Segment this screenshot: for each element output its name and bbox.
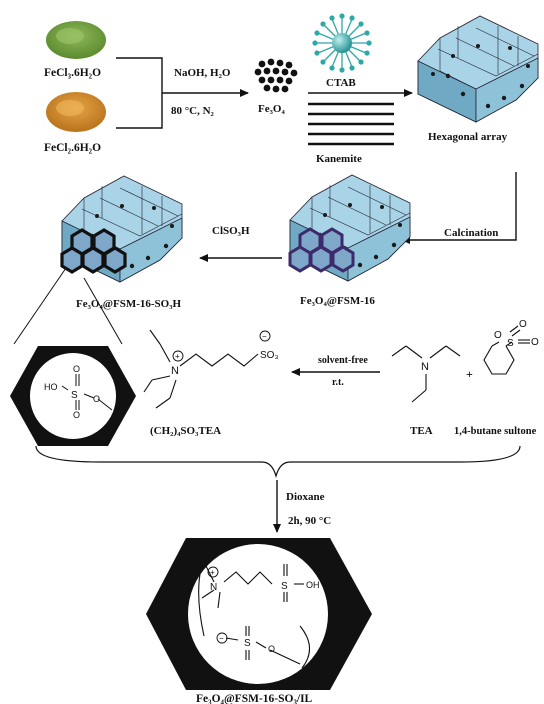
atom-o-final: O xyxy=(268,644,275,654)
clso3h-label: ClSO₃H xyxy=(212,225,250,237)
tea-label: TEA xyxy=(410,425,433,437)
sultone-label: 1,4-butane sultone xyxy=(454,426,537,437)
atom-o-sultone-2: O xyxy=(531,337,539,348)
final-product-label: Fe₃O₄@FSM-16-SO₃/IL xyxy=(196,693,313,704)
atom-s-final-top: S xyxy=(281,581,288,592)
reagent-fecl2: FeCl₂.6H₂O xyxy=(44,142,101,154)
ionic-liquid-structure xyxy=(143,329,259,409)
final-conditions-bottom: 2h, 90 °C xyxy=(288,515,331,527)
ionic-so3-group: SO₃ xyxy=(260,350,279,361)
sultone-structure xyxy=(483,325,530,375)
hexagonal-array-label: Hexagonal array xyxy=(428,131,508,143)
calcination-label: Calcination xyxy=(444,227,498,239)
arrow-step3 xyxy=(401,172,517,244)
final-anion-charge-circle xyxy=(216,632,228,644)
fe3o4-fsm16-so3h-label: Fe₃O₄@FSM-16-SO₃H xyxy=(76,298,182,310)
tea-structure xyxy=(391,345,461,403)
atom-n-final: N xyxy=(210,582,217,593)
kanemite-label: Kanemite xyxy=(316,153,362,165)
fe3o4-label: Fe₃O₄ xyxy=(258,103,285,115)
ionic-liquid-label: (CH₂)₄SO₃TEA xyxy=(150,425,221,437)
plus-sign: + xyxy=(466,367,473,381)
fe3o4-fsm16-so3h-structure xyxy=(60,175,183,283)
ctab-label: CTAB xyxy=(326,77,356,89)
final-pore-closeup xyxy=(146,538,372,690)
atom-o-bottom: O xyxy=(73,410,80,420)
so3h-pore-closeup xyxy=(10,346,136,446)
atom-s-final-bottom: S xyxy=(244,638,251,649)
reagent-fecl3: FeCl₃.6H₂O xyxy=(44,67,101,79)
atom-o-bridge: O xyxy=(93,394,100,404)
step1-conditions-bottom: 80 °C, N₂ xyxy=(171,105,215,117)
atom-o-ring: O xyxy=(494,330,502,341)
hexagonal-array-structure xyxy=(417,15,539,123)
atom-o-top: O xyxy=(73,364,80,374)
final-conditions-top: Dioxane xyxy=(286,491,325,503)
fe3o4-fsm16-structure xyxy=(288,174,411,282)
ctab-micelle xyxy=(312,13,372,73)
atom-oh-final: OH xyxy=(306,580,320,590)
final-anion-charge: − xyxy=(219,634,224,643)
ionic-conditions-top: solvent-free xyxy=(318,355,368,366)
combine-bracket xyxy=(116,57,163,129)
final-cation-charge-circle xyxy=(207,566,219,578)
anion-charge: − xyxy=(262,332,267,341)
combine-brace xyxy=(35,445,521,479)
zoom-line-left xyxy=(13,267,67,345)
kanemite-layers xyxy=(308,102,394,146)
cation-charge-circle xyxy=(172,350,184,362)
atom-n-ionic: N xyxy=(171,365,179,377)
atom-ho: HO xyxy=(44,382,58,392)
cation-charge: + xyxy=(175,352,180,361)
fe3o4-nanoparticles xyxy=(254,58,298,93)
fe3o4-fsm16-label: Fe₃O₄@FSM-16 xyxy=(300,295,375,307)
atom-o-sultone-1: O xyxy=(519,319,527,330)
iron-salt-green-powder xyxy=(46,21,106,59)
iron-salt-orange-powder xyxy=(46,92,106,132)
ionic-conditions-bottom: r.t. xyxy=(332,377,344,388)
atom-n-tea: N xyxy=(421,361,429,373)
atom-s-sultone: S xyxy=(507,338,514,349)
step1-conditions-top: NaOH, H₂O xyxy=(174,67,231,79)
zoom-line-right xyxy=(83,277,123,345)
anion-charge-circle xyxy=(259,330,271,342)
final-cation-charge: + xyxy=(210,568,215,577)
atom-s-closeup: S xyxy=(71,390,78,401)
